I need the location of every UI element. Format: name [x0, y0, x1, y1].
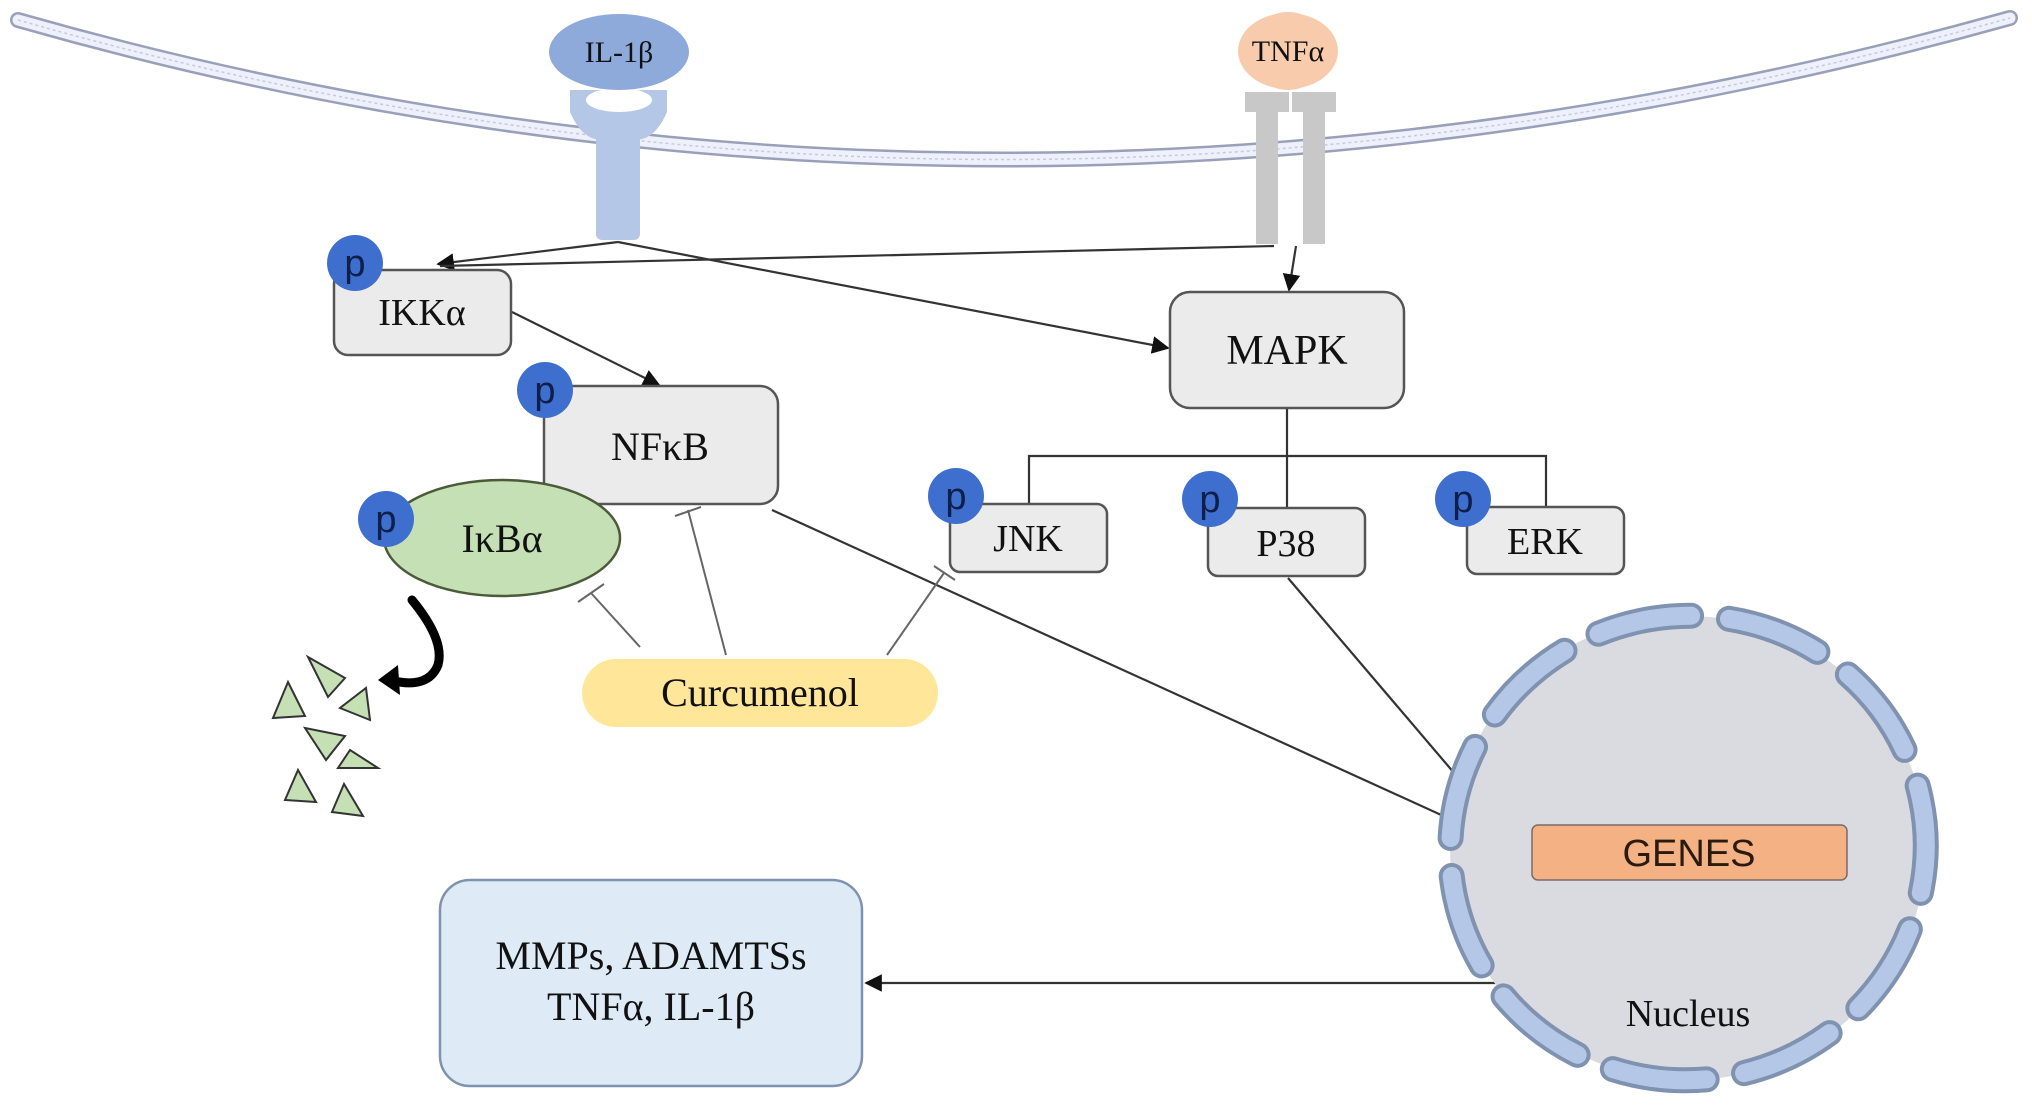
phospho-label: p — [1452, 479, 1473, 521]
inhibitor-curcumenol: Curcumenol — [582, 659, 938, 727]
p38-box — [1206, 506, 1367, 578]
inhibit-nfkb — [687, 509, 727, 656]
ikka-box — [332, 268, 513, 357]
curcumenol-label: Curcumenol — [661, 670, 859, 715]
phospho-label: p — [344, 243, 365, 285]
phospho-icon — [1182, 471, 1238, 527]
ikka-label: IKKα — [378, 292, 466, 334]
tnfa-ligand: TNFα — [1238, 12, 1338, 90]
node-ikka: IKKα p — [327, 235, 513, 357]
mapk-box — [1168, 290, 1406, 410]
il1b-label: IL-1β — [585, 36, 654, 69]
phospho-icon — [1435, 471, 1491, 527]
phospho-label: p — [534, 370, 555, 412]
nfkb-label: NFκB — [611, 424, 709, 469]
tnfa-label: TNFα — [1252, 35, 1325, 68]
output-box: MMPs, ADAMTSs TNFα, IL-1β — [438, 878, 864, 1088]
degraded-fragments-icon — [271, 654, 382, 818]
node-erk: ERK p — [1435, 471, 1626, 576]
genes-label: GENES — [1622, 833, 1755, 875]
edge-il1b-mapk — [617, 240, 1170, 354]
jnk-box — [948, 502, 1109, 574]
inhibit-ikba — [590, 592, 641, 648]
edge-ikka-nfkb — [511, 311, 661, 386]
p38-label: P38 — [1256, 523, 1315, 565]
il1b-receptor-stem — [596, 128, 640, 240]
ikba-label: IκBα — [461, 516, 542, 561]
inhibit-jnk — [886, 572, 945, 656]
degradation-arrow-icon — [378, 595, 444, 695]
edge-tnfa-ikka — [439, 244, 1275, 268]
node-jnk: JNK p — [928, 468, 1109, 574]
genes-box — [1531, 824, 1848, 881]
phospho-icon — [517, 362, 573, 418]
curcumenol-pill — [582, 659, 938, 727]
nucleus-label: Nucleus — [1626, 993, 1751, 1035]
jnk-label: JNK — [993, 518, 1063, 560]
node-mapk: MAPK — [1168, 290, 1406, 410]
erk-label: ERK — [1507, 521, 1584, 563]
edge-il1b-ikka — [436, 240, 619, 271]
output-line-1: MMPs, ADAMTSs — [495, 933, 806, 978]
tnfa-receptor — [1245, 92, 1336, 244]
inhibition-edges — [577, 506, 956, 656]
phospho-label: p — [1199, 479, 1220, 521]
phospho-icon — [928, 468, 984, 524]
erk-box — [1465, 505, 1626, 576]
mapk-label: MAPK — [1226, 328, 1347, 374]
node-ikba: IκBα p — [358, 478, 622, 598]
output-line-2: TNFα, IL-1β — [547, 984, 755, 1029]
il1b-ligand: IL-1β — [549, 14, 689, 90]
il1b-receptor — [570, 88, 667, 240]
phospho-icon — [327, 235, 383, 291]
node-genes: GENES — [1531, 824, 1848, 881]
output-rect — [438, 878, 864, 1088]
edge-tnfa-mapk — [1282, 245, 1301, 292]
phospho-label: p — [945, 476, 966, 518]
node-p38: P38 p — [1182, 471, 1367, 578]
phospho-icon — [358, 491, 414, 547]
cell-membrane — [10, 10, 2018, 168]
node-nfkb: NFκB p — [517, 362, 780, 506]
phospho-label: p — [375, 499, 396, 541]
nfkb-box — [542, 384, 780, 506]
edge-nfkb-genes — [771, 508, 1520, 852]
